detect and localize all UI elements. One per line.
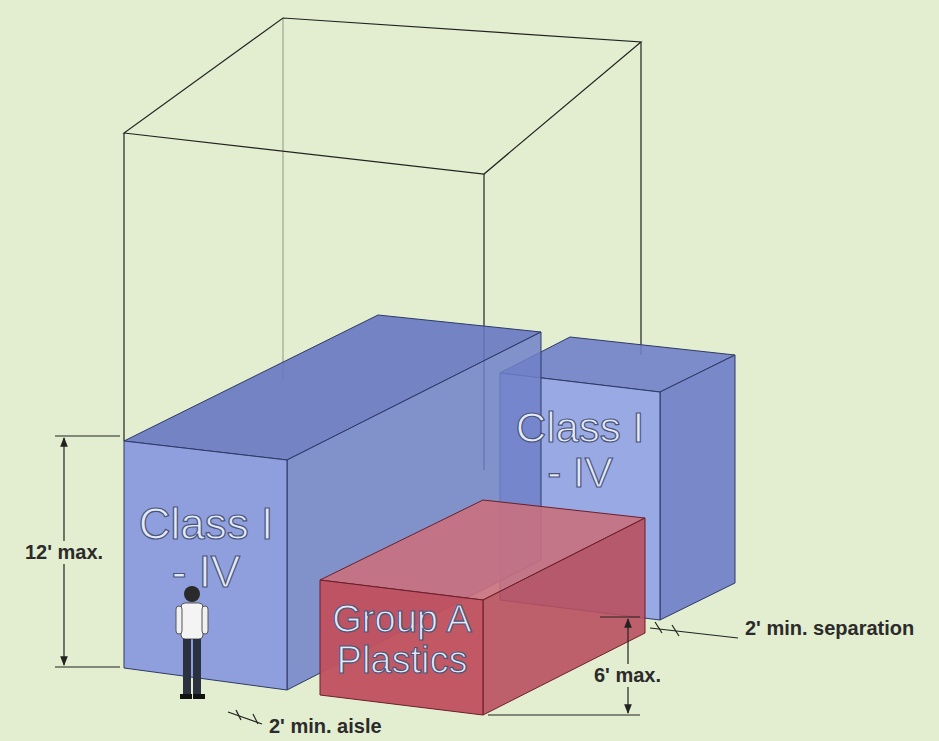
dimension-label: 2' min. separation xyxy=(742,617,917,640)
pile-label: Group A Plastics xyxy=(320,599,484,681)
dimension-line xyxy=(650,622,738,638)
pile-label: Class I - IV xyxy=(130,500,282,595)
dimension-label: 6' max. xyxy=(591,664,664,687)
dimension-label: 2' min. aisle xyxy=(266,715,385,738)
dimension-label: 12' max. xyxy=(22,541,106,564)
storage-pile-label-box: Group A Plastics xyxy=(316,595,488,685)
dimension-line xyxy=(228,710,262,724)
storage-pile-label-box: Class I - IV xyxy=(126,496,286,599)
person-figure xyxy=(176,586,208,699)
pile-label: Class I - IV xyxy=(509,405,651,496)
storage-pile-label-box: Class I - IV xyxy=(505,401,655,500)
